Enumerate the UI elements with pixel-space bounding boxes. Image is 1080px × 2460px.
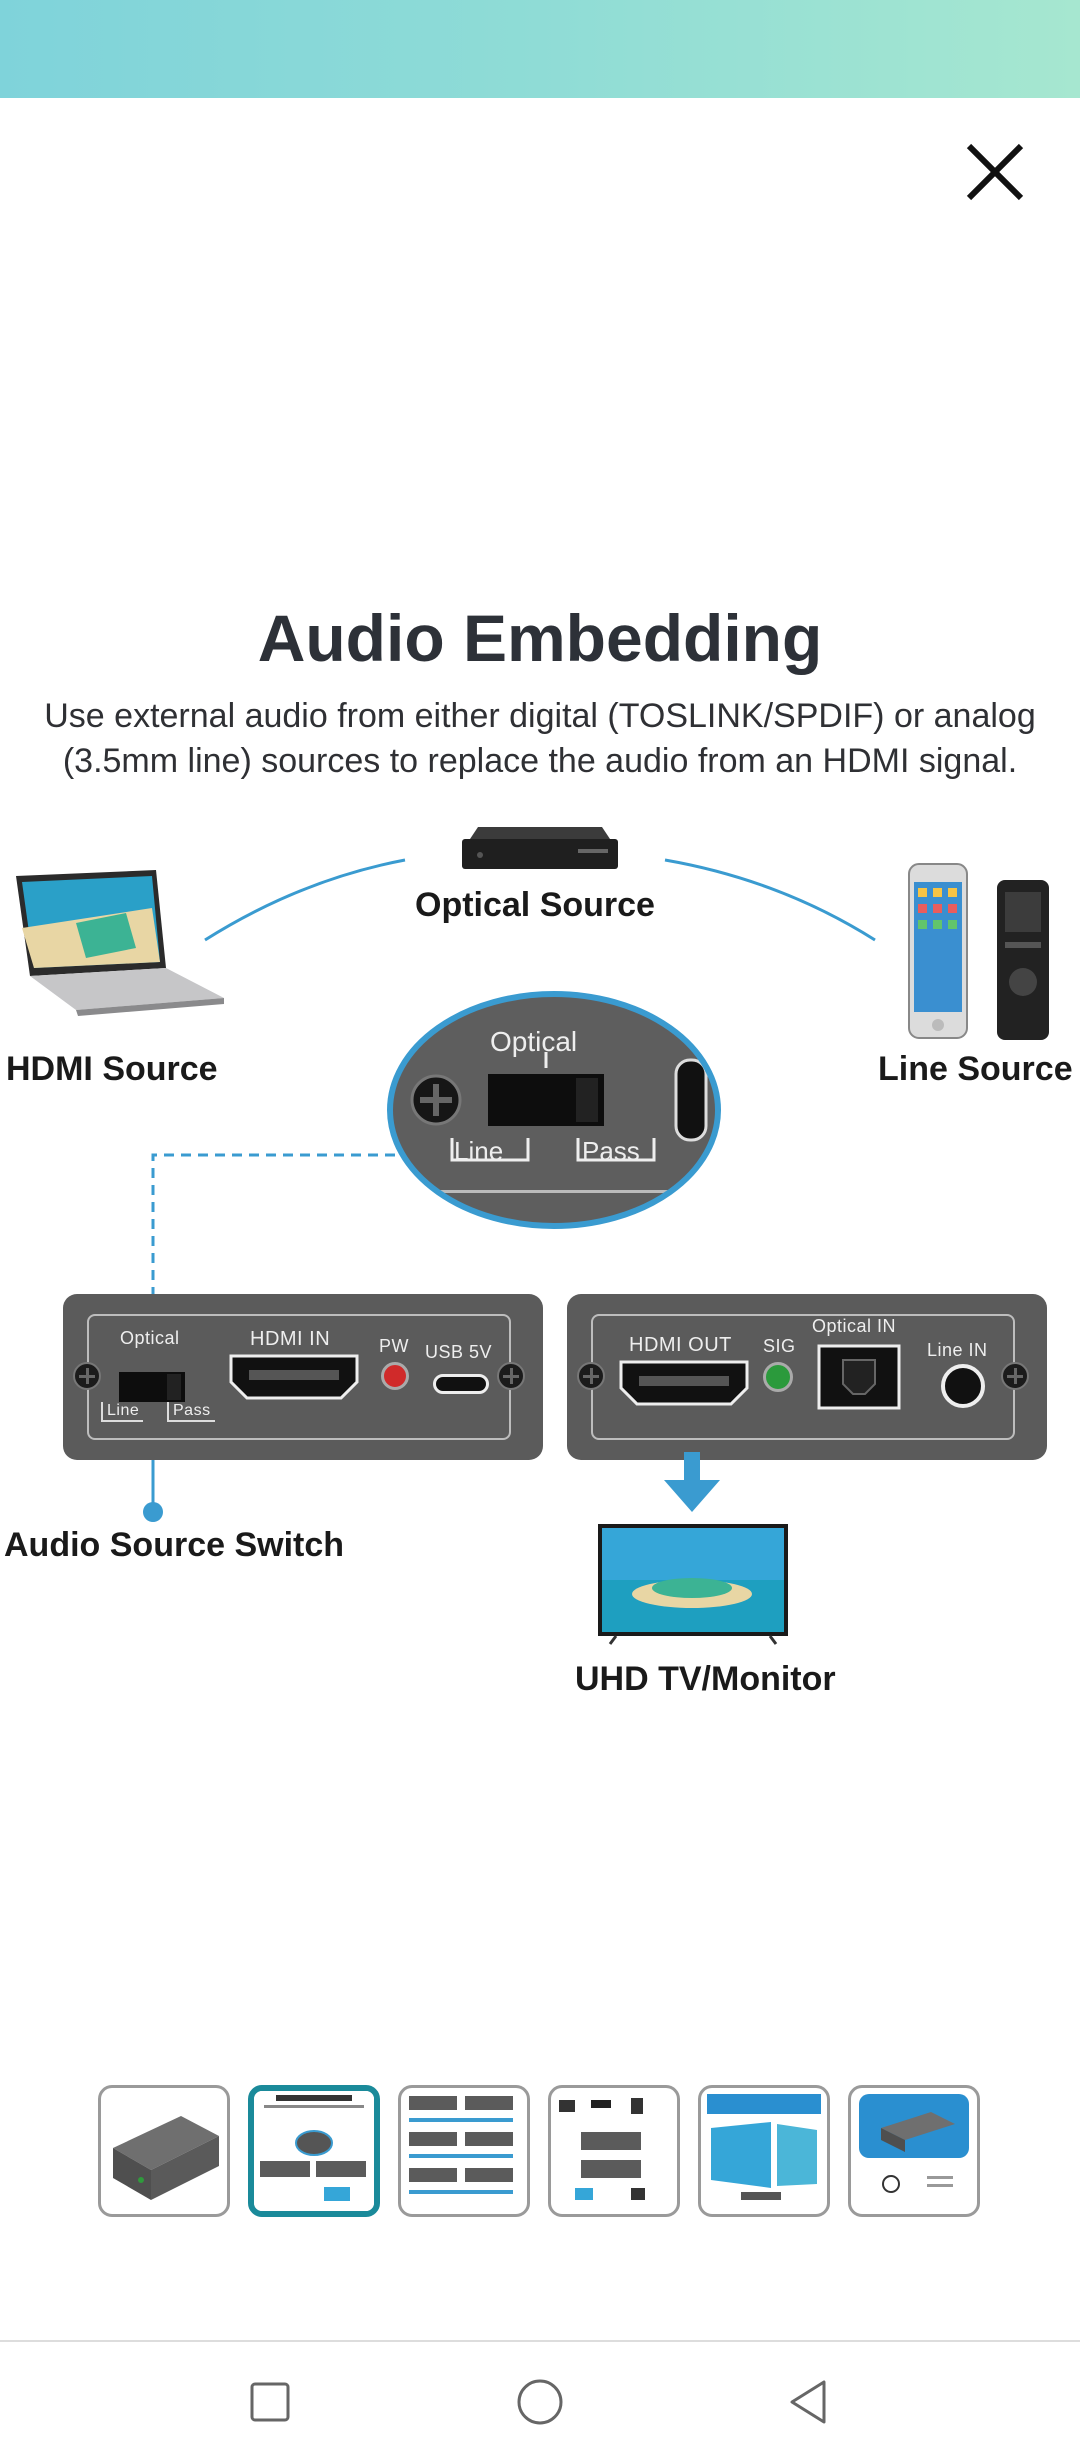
- label-hdmi-source: HDMI Source: [6, 1050, 218, 1088]
- panel-label-optical-in: Optical IN: [812, 1316, 897, 1336]
- audio-embedding-thumbnail: [254, 2091, 374, 2211]
- device-output-panel: HDMI OUT SIG Optical IN Line IN: [567, 1294, 1047, 1460]
- laptop-icon: [16, 870, 224, 1016]
- panel-label-sig: SIG: [763, 1336, 796, 1356]
- back-icon: [790, 2380, 826, 2424]
- power-led-icon: [381, 1362, 409, 1390]
- subtitle-line-1: Use external audio from either digital (…: [44, 697, 1036, 735]
- label-tv-monitor: UHD TV/Monitor: [575, 1660, 836, 1698]
- status-bar: [0, 0, 1080, 98]
- label-line-source: Line Source: [878, 1050, 1073, 1088]
- zoom-label-optical: Optical: [490, 1026, 578, 1057]
- product-image-thumbnail: [113, 2116, 219, 2200]
- panel-label-hdmi-out: HDMI OUT: [629, 1334, 732, 1356]
- recent-apps-button[interactable]: [240, 2372, 300, 2432]
- panel-label-line-in: Line IN: [927, 1340, 988, 1360]
- screw-icon: [577, 1362, 605, 1390]
- panel-label-pass: Pass: [167, 1402, 215, 1422]
- tv-monitor-icon: [598, 1524, 788, 1645]
- usb-port-icon: [433, 1374, 489, 1394]
- connection-thumbnail: [559, 2098, 645, 2200]
- home-button[interactable]: [510, 2372, 570, 2432]
- thumbnail-1[interactable]: [98, 2085, 230, 2217]
- screw-icon: [73, 1362, 101, 1390]
- zoom-label-line: Line: [454, 1136, 504, 1166]
- page-title: Audio Embedding: [257, 601, 823, 675]
- recent-apps-icon: [250, 2382, 290, 2422]
- optical-source-device-icon: [462, 827, 618, 869]
- image-thumbnail-gallery: [98, 2085, 980, 2217]
- subtitle-line-2: (3.5mm line) sources to replace the audi…: [62, 742, 1018, 780]
- screw-icon: [1001, 1362, 1029, 1390]
- thumbnail-4[interactable]: [548, 2085, 680, 2217]
- arrow-down-icon: [664, 1452, 720, 1512]
- label-optical-source: Optical Source: [415, 886, 655, 924]
- close-icon: [966, 143, 1024, 201]
- panel-label-line: Line: [101, 1402, 144, 1422]
- panel-label-usb: USB 5V: [425, 1342, 493, 1362]
- switch-zoom-view: Optical Line Pass: [386, 990, 722, 1230]
- audio-embedding-diagram: Optical Source HDMI Source Line Source: [0, 800, 1080, 1730]
- signal-led-icon: [763, 1362, 793, 1392]
- optical-in-port-icon: [817, 1344, 901, 1410]
- hdmi-in-port-icon: [229, 1354, 359, 1400]
- thumbnail-6[interactable]: [848, 2085, 980, 2217]
- thumbnail-5[interactable]: [698, 2085, 830, 2217]
- panel-label-optical: Optical: [120, 1328, 180, 1348]
- thumbnail-3[interactable]: [398, 2085, 530, 2217]
- label-audio-source-switch: Audio Source Switch: [4, 1526, 345, 1564]
- thumbnail-2[interactable]: [248, 2085, 380, 2217]
- line-in-jack-icon: [941, 1364, 985, 1408]
- hdmi-out-port-icon: [619, 1360, 749, 1406]
- screw-icon: [497, 1362, 525, 1390]
- zoom-label-pass: Pass: [582, 1136, 640, 1166]
- modes-thumbnail: [409, 2096, 513, 2194]
- back-button[interactable]: [780, 2372, 840, 2432]
- phone-recorder-icon: [908, 863, 1049, 1040]
- package-list-thumbnail: [859, 2094, 969, 2193]
- resolution-thumbnail: [707, 2094, 821, 2200]
- panel-label-hdmi-in: HDMI IN: [250, 1328, 331, 1350]
- system-navigation-bar: [0, 2340, 1080, 2460]
- close-button[interactable]: [955, 132, 1035, 212]
- home-icon: [517, 2379, 563, 2425]
- switch-slider: [167, 1374, 181, 1400]
- panel-label-pw: PW: [379, 1336, 409, 1356]
- page-subtitle: Use external audio from either digital (…: [40, 694, 1040, 784]
- device-input-panel: Optical Line Pass HDMI IN PW USB 5V: [63, 1294, 543, 1460]
